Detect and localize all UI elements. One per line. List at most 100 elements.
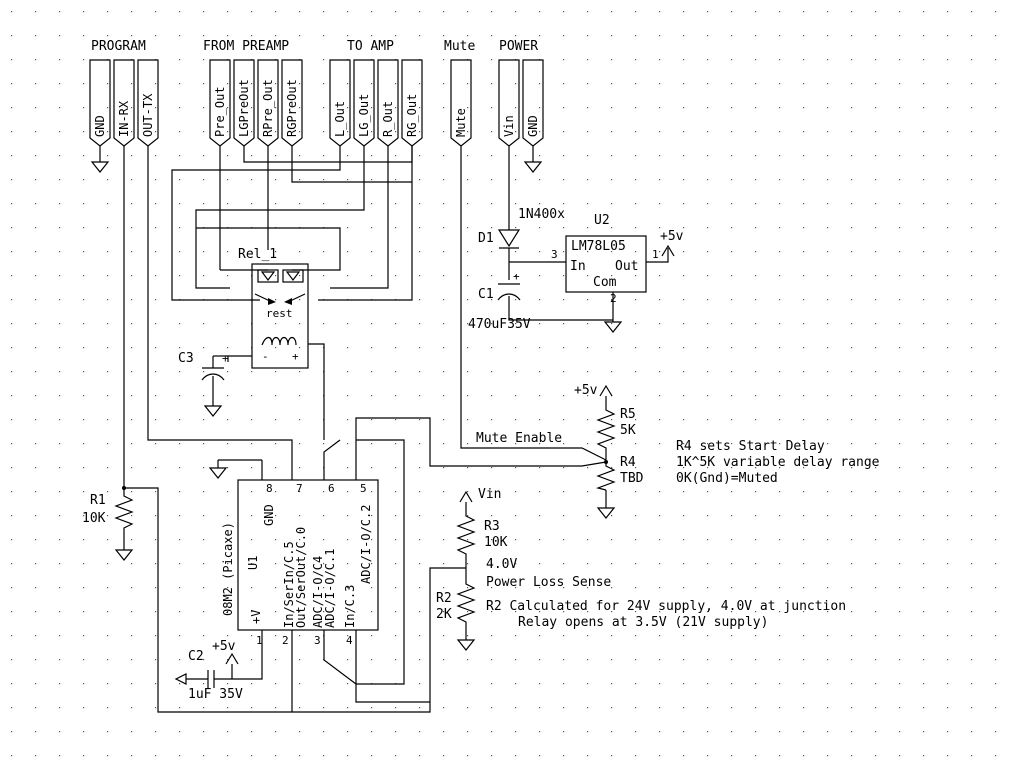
u2-out: Out (615, 259, 638, 274)
u2-ref: U2 (594, 213, 610, 228)
connector-rg-out-label: RG_Out (405, 94, 419, 137)
diode-d1: 1N400x D1 (478, 146, 566, 280)
wiring-audio (171, 146, 413, 301)
capacitor-c1: C1 + 470uF35V (468, 270, 613, 332)
connector-rgpre-out-label: RGPreOut (285, 79, 299, 137)
connector-rgpre-out: RGPreOut (281, 59, 303, 147)
ground-icon (114, 530, 134, 561)
connector-out-tx: OUT-TX (137, 59, 159, 147)
connector-pins: GND IN-RX OUT-TX Pre_Out LGPreOut RPre_O… (89, 59, 544, 147)
header-power: POWER (499, 39, 538, 54)
u1-pin8: 8 (266, 482, 273, 495)
d1-value: 1N400x (518, 207, 565, 222)
u1-pin3: 3 (314, 634, 321, 647)
divider-r3-r2: Vin R3 10K R2 2K (124, 487, 508, 713)
capacitor-c2: C2 +5v 1uF 35V (188, 639, 243, 702)
mute-enable-label: Mute Enable (476, 431, 562, 446)
connector-in-rx: IN-RX (113, 59, 135, 147)
r4-ref: R4 (620, 455, 636, 470)
u1-pin4: 4 (346, 634, 353, 647)
r5-ref: R5 (620, 407, 636, 422)
connector-rpre-out: RPre_Out (257, 59, 279, 147)
connector-l-out-label: L_Out (333, 101, 347, 137)
ground-icon (174, 673, 200, 685)
ground-icon (523, 146, 543, 173)
connector-pre-out: Pre_Out (209, 59, 231, 147)
u1-adc-c2: ADC/I-O/C.2 (359, 505, 373, 584)
r4-value: TBD (620, 471, 644, 486)
note-r4-title: R4 sets Start Delay (676, 439, 825, 454)
u1-gnd: GND (262, 504, 276, 526)
u2-pin2: 2 (610, 292, 617, 305)
relay-minus: - (262, 350, 269, 363)
r1-value: 10K (82, 511, 106, 526)
ground-symbols (90, 146, 623, 685)
u1-part: 08M2 (Picaxe) (221, 522, 235, 616)
c2-value: 1uF 35V (188, 687, 243, 702)
section-headers: PROGRAM FROM PREAMP TO AMP Mute POWER (91, 39, 538, 54)
header-program: PROGRAM (91, 39, 146, 54)
u1-in-c3: In/C.3 (343, 585, 357, 628)
c3-ref: C3 (178, 351, 194, 366)
connector-gnd-label: GND (93, 115, 107, 137)
c3-plus: + (222, 352, 229, 365)
r3-ref: R3 (484, 519, 500, 534)
u2-name: LM78L05 (571, 239, 626, 254)
note-relay-opens: Relay opens at 3.5V (21V supply) (518, 615, 768, 630)
r3-rail: Vin (478, 487, 501, 502)
connector-mute-label: Mute (454, 108, 468, 137)
connector-lgpre-out: LGPreOut (233, 59, 255, 147)
note-r2-calc: R2 Calculated for 24V supply, 4.0V at ju… (486, 599, 846, 614)
ground-icon (208, 459, 262, 479)
r1-ref: R1 (90, 493, 106, 508)
annotations: R4 sets Start Delay 1K^5K variable delay… (486, 439, 880, 630)
connector-l-out: L_Out (329, 59, 351, 147)
header-from-preamp: FROM PREAMP (203, 39, 289, 54)
connector-lg-out: LG_Out (353, 59, 375, 147)
note-power-loss: Power Loss Sense (486, 575, 611, 590)
c1-ref: C1 (478, 287, 494, 302)
r5-rail: +5v (574, 383, 598, 398)
note-r4-range: 1K^5K variable delay range (676, 455, 880, 470)
r2-ref: R2 (436, 591, 452, 606)
regulator-u2: U2 LM78L05 In Out Com 3 1 2 +5v (551, 213, 684, 305)
u1-pin2: 2 (282, 634, 289, 647)
connector-in-rx-label: IN-RX (117, 100, 131, 137)
r3-value: 10K (484, 535, 508, 550)
u1-out-serout: Out/SerOut/C.0 (294, 527, 308, 628)
note-voltage: 4.0V (486, 557, 517, 572)
r5-value: 5K (620, 423, 636, 438)
connector-vin-label: Vin (502, 115, 516, 137)
ground-icon (90, 146, 110, 173)
connector-power-gnd-label: GND (526, 115, 540, 137)
wire-out-tx (147, 146, 293, 480)
u1-pin6: 6 (328, 482, 335, 495)
c1-value: 470uF35V (468, 317, 531, 332)
connector-r-out-label: R_Out (381, 101, 395, 137)
u1-pin5: 5 (360, 482, 367, 495)
c2-ref: C2 (188, 649, 204, 664)
u2-pin1: 1 (652, 248, 659, 261)
connector-r-out: R_Out (377, 59, 399, 147)
connector-out-tx-label: OUT-TX (141, 93, 155, 137)
u2-in: In (570, 259, 586, 274)
u1-adc-c4: ADC/I-O/C4 (311, 556, 325, 628)
r2-value: 2K (436, 607, 452, 622)
u1-in-serin: In/SerIn/C.5 (282, 541, 296, 628)
c1-plus: + (513, 270, 520, 283)
relay-rest-label: rest (266, 307, 293, 320)
u2-pin3: 3 (551, 248, 558, 261)
u1-ref: U1 (246, 556, 260, 570)
relay-rel1: Rel_1 rest - + (227, 247, 325, 440)
u1-pin1: 1 (256, 634, 263, 647)
relay-plus: + (292, 350, 299, 363)
u1-adc-c1: ADC/I-O/C.1 (323, 549, 337, 628)
connector-power-gnd: GND (522, 59, 544, 147)
ground-icon (203, 386, 223, 417)
note-r4-muted: 0K(Gnd)=Muted (676, 471, 778, 486)
connector-pre-out-label: Pre_Out (213, 86, 227, 137)
header-to-amp: TO AMP (347, 39, 394, 54)
ground-icon (456, 630, 476, 651)
c2-rail: +5v (212, 639, 236, 654)
